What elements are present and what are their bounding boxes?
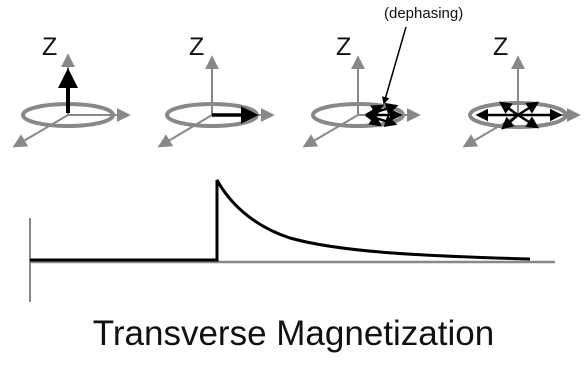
- stage-4-spin-vector-3: [498, 101, 519, 117]
- stage-2-axes: [157, 55, 275, 148]
- stage-3-y-axis: [302, 114, 359, 148]
- stage-3-spin-vector-5: [365, 104, 385, 117]
- stage-4-spin-vector-4: [517, 101, 540, 117]
- signal-plot: [29, 179, 555, 302]
- stage-3-spin-vector-4: [365, 113, 383, 127]
- stage-1-y-axis: [12, 114, 69, 148]
- stage-2-y-axis: [157, 114, 213, 148]
- stage-2-z-label: Z: [189, 33, 205, 61]
- stage-4-spin-vector-6: [517, 113, 540, 129]
- stage-1-z-label: Z: [42, 33, 58, 61]
- diagram-caption: Transverse Magnetization: [92, 314, 495, 353]
- dephasing-pointer-arrow: [382, 26, 407, 105]
- stage-4-axes: [462, 55, 581, 148]
- signal-curve: [30, 179, 531, 262]
- stage-3-axes: [302, 55, 421, 148]
- stage-4-spin-vector-5: [501, 114, 519, 130]
- stage-1-axes: [12, 53, 131, 148]
- stage-3-z-label: Z: [336, 33, 352, 61]
- dephasing-annotation: (dephasing): [384, 5, 464, 22]
- stage-4-z-label: Z: [493, 33, 509, 61]
